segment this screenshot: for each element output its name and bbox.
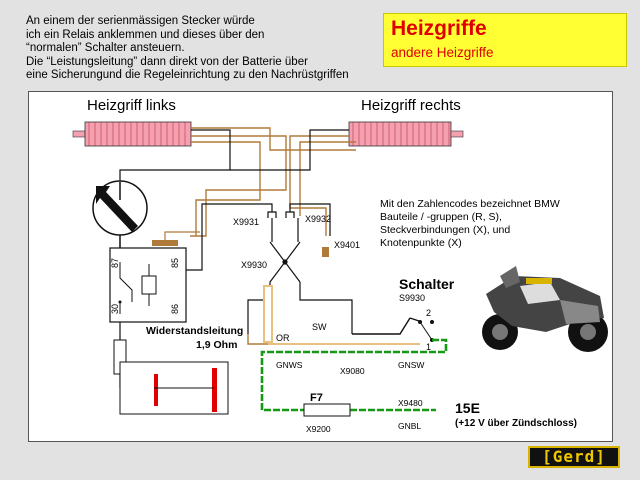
label-x9080: X9080	[340, 366, 365, 376]
bmw-note-line: Mit den Zahlencodes bezeichnet BMW	[380, 198, 560, 210]
resistance-wire	[263, 285, 273, 343]
ground-block-left	[152, 240, 178, 246]
label-gnbl: GNBL	[398, 421, 421, 431]
ground-wires	[119, 129, 349, 182]
label-resistance-value: 1,9 Ohm	[196, 339, 237, 351]
page-subtitle: andere Heizgriffe	[391, 45, 494, 60]
battery	[119, 361, 229, 415]
intro-line: Die “Leistungsleitung” dann direkt von d…	[26, 55, 308, 68]
switch-wires	[247, 317, 420, 345]
fuse-f7	[303, 403, 351, 417]
relay-pin-85: 85	[170, 258, 180, 268]
regulator	[92, 180, 148, 252]
gerd-logo: [Gerd]	[528, 446, 620, 468]
label-or: OR	[276, 333, 290, 343]
connector-x9931	[186, 203, 331, 271]
relay-pin-87: 87	[110, 258, 120, 268]
grip-right-label: Heizgriff rechts	[361, 97, 461, 114]
label-x9200: X9200	[306, 424, 331, 434]
title-box: Heizgriffe andere Heizgriffe	[383, 13, 627, 67]
gerd-logo-text: [Gerd]	[542, 447, 606, 466]
ground-block-right	[322, 247, 329, 257]
label-f7: F7	[310, 392, 323, 404]
grip-left	[72, 121, 192, 147]
label-x9401: X9401	[334, 240, 360, 250]
motorcycle-illustration	[482, 266, 608, 352]
label-ignition-note: (+12 V über Zündschloss)	[455, 418, 577, 429]
label-gnsw: GNSW	[398, 360, 424, 370]
bmw-note-line: Knotenpunkte (X)	[380, 237, 462, 249]
label-sw: SW	[312, 322, 327, 332]
label-pin-2: 2	[426, 308, 431, 318]
label-pin-1: 1	[426, 342, 431, 352]
label-x9931: X9931	[233, 217, 259, 227]
relay: 87 85 30 86	[109, 247, 187, 323]
bmw-note: Mit den Zahlencodes bezeichnet BMW Baute…	[380, 198, 560, 249]
label-schalter: Schalter	[399, 276, 455, 292]
label-s9930: S9930	[399, 293, 425, 303]
intro-text: An einem der serienmässigen Stecker würd…	[26, 15, 406, 83]
ground-wire	[164, 231, 200, 240]
page-title: Heizgriffe	[391, 17, 487, 40]
label-gnws: GNWS	[276, 360, 303, 370]
intro-line: eine Sicherungund die Regeleinrichtung z…	[26, 69, 349, 81]
bmw-note-line: Bauteile / -gruppen (R, S),	[380, 211, 502, 223]
switch-s9930	[409, 317, 434, 342]
grip-wires	[190, 127, 356, 237]
grip-left-label: Heizgriff links	[87, 97, 176, 114]
label-x9480: X9480	[398, 398, 423, 408]
intro-line: An einem der serienmässigen Stecker würd…	[26, 15, 255, 27]
relay-pin-30: 30	[110, 304, 120, 314]
label-resistance: Widerstandsleitung	[146, 325, 243, 337]
intro-line: ich ein Relais anklemmen und dieses über…	[26, 28, 265, 41]
label-x9930: X9930	[241, 260, 267, 270]
bmw-note-line: Steckverbindungen (X), und	[380, 224, 510, 236]
green-wires	[260, 338, 448, 412]
relay-pin-86: 86	[170, 304, 180, 314]
label-15e: 15E	[455, 400, 480, 416]
intro-line: “normalen” Schalter ansteuern.	[26, 42, 185, 54]
grip-right	[348, 121, 464, 147]
label-x9932: X9932	[305, 214, 331, 224]
